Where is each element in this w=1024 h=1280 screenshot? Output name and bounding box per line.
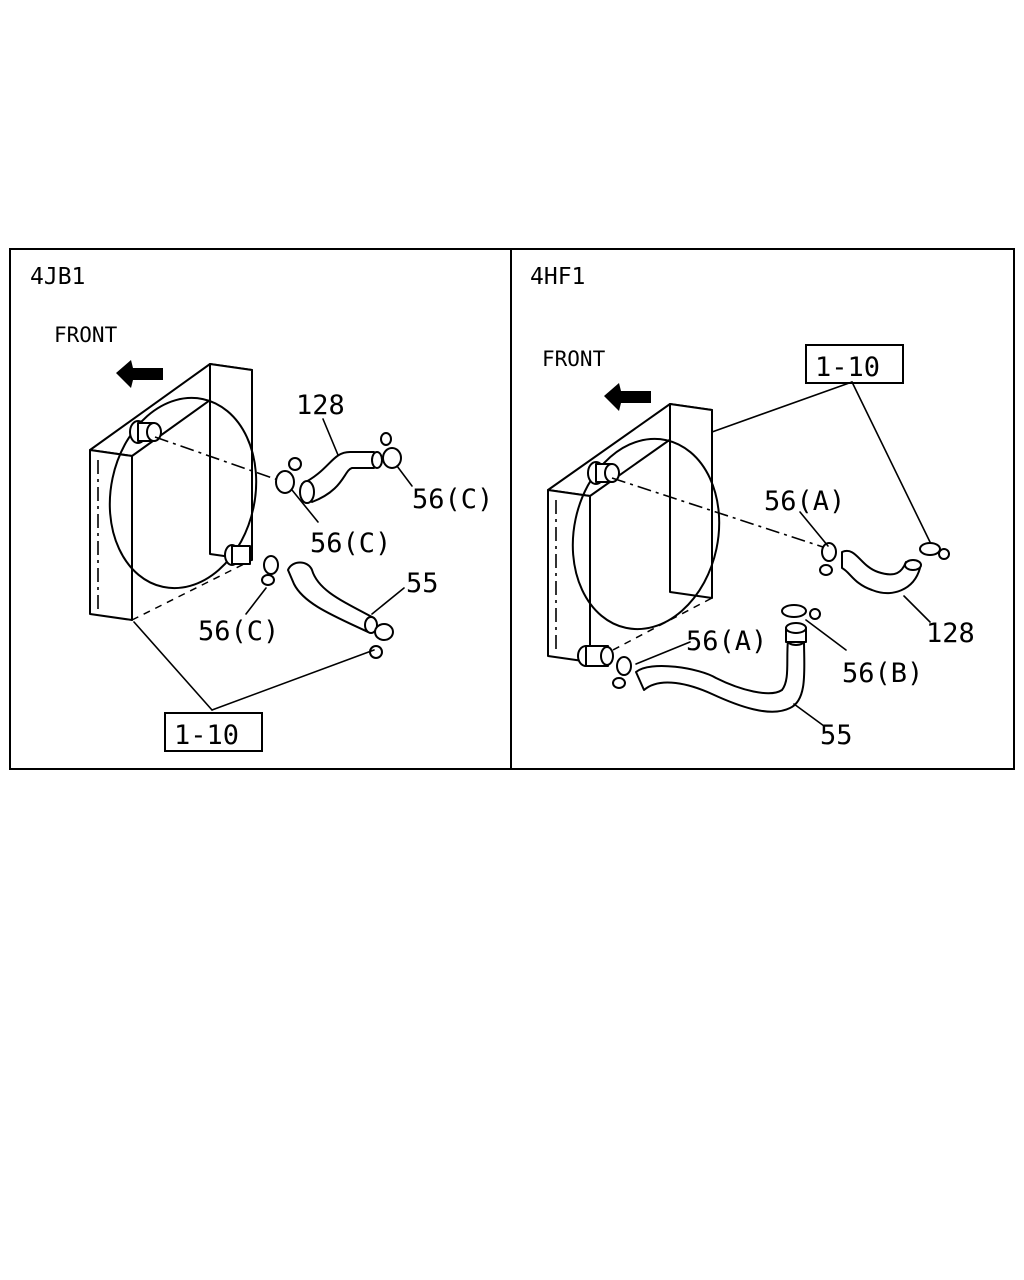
front-arrow-icon-left [116, 360, 163, 388]
label-55-right: 55 [820, 720, 853, 751]
label-56b-lower: 56(B) [842, 658, 923, 689]
left-panel: 4JB1 FRONT [30, 264, 493, 752]
clamp-56b-lower [781, 604, 821, 620]
ref-box-right [805, 344, 904, 384]
clamp-upper-right [919, 542, 950, 560]
clamp-56c-lower-left [261, 555, 279, 586]
lower-hose-55-left [287, 561, 375, 633]
front-arrow-icon-right [604, 383, 651, 411]
upper-hose-128-right [841, 549, 921, 594]
ref-box-left [164, 712, 263, 752]
radiator-shroud-left [89, 363, 258, 621]
clamp-56c-lower-right [369, 623, 394, 659]
label-56c-upper-left: 56(C) [310, 528, 391, 559]
label-56a-lower: 56(A) [686, 626, 767, 657]
clamp-56c-upper-left [275, 457, 302, 494]
engine-label-4jb1: 4JB1 [30, 264, 85, 290]
label-56a-upper: 56(A) [764, 486, 845, 517]
front-label-right: FRONT [542, 347, 606, 371]
ref-box-label-left: 1-10 [174, 720, 239, 751]
label-128-left: 128 [296, 390, 345, 421]
label-56c-upper-right: 56(C) [412, 484, 493, 515]
clamp-56c-upper-right [380, 432, 402, 469]
radiator-shroud-right [547, 403, 721, 667]
label-56c-lower: 56(C) [198, 616, 279, 647]
right-panel: 4HF1 FRONT [530, 264, 975, 751]
label-128-right: 128 [926, 618, 975, 649]
ref-box-label-right: 1-10 [815, 352, 880, 383]
front-label-left: FRONT [54, 323, 118, 347]
clamp-56a-upper [819, 542, 837, 576]
label-55-left: 55 [406, 568, 439, 599]
engine-label-4hf1: 4HF1 [530, 264, 585, 290]
clamp-56a-lower [612, 656, 632, 689]
